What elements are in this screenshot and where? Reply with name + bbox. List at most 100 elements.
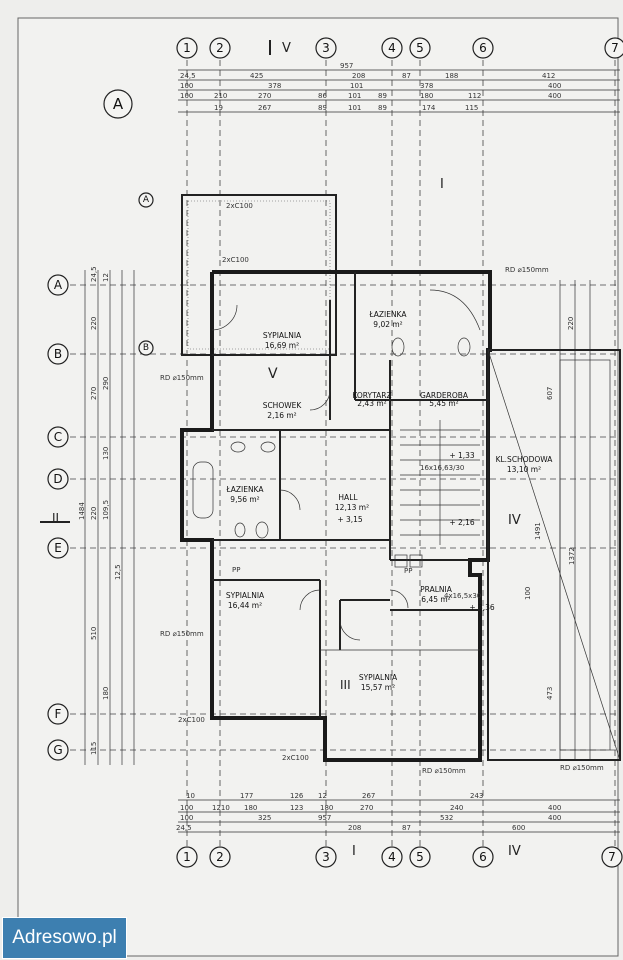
dim: 267 [258,104,271,112]
room-name: SCHOWEK [263,401,303,410]
dim: 100 [180,814,193,822]
dim: 473 [546,687,554,700]
room-area: 5,45 m² [429,399,458,408]
level-marks: + 3,15 + 1,33 + 2,16 + 3,36 [337,451,495,612]
room-name: SYPIALNIA [263,331,302,340]
dim: 12,5 [114,564,122,580]
section-mark-v-top: V [282,41,291,56]
note-rd: RD ⌀150mm [560,764,604,772]
left-axis-label: B [54,347,62,361]
inner-axis-a: A [143,195,150,205]
dim: 412 [542,72,555,80]
dim: 180 [420,92,433,100]
dim: 1372 [568,547,576,565]
dim: 210 [214,92,227,100]
inner-axis-circle [138,340,154,356]
inner-axis-b: B [143,343,149,353]
dim: 607 [546,387,554,400]
dim: 100 [180,804,193,812]
dim: 100 [524,587,532,600]
section-marker-circle [103,89,133,119]
top-axis-markers: 1 2 3 4 5 6 7 [176,37,623,59]
top-axis-label: 4 [388,41,396,55]
dim: 87 [402,824,411,832]
bottom-axis-label: 5 [416,850,424,864]
dim: 1484 [78,502,86,520]
section-mark-iv-bottom: IV [508,844,521,859]
dim: 1491 [534,522,542,540]
dim: 400 [548,804,561,812]
room-area: 9,56 m² [230,495,259,504]
dim: 101 [348,104,361,112]
dim: 510 [90,627,98,640]
dim: 208 [352,72,365,80]
left-axis-label: A [54,278,63,292]
bottom-axis-label: 7 [608,850,616,864]
note-c100: 2xC100 [178,716,205,724]
dim: 220 [567,317,575,330]
dim: 89 [378,104,387,112]
bottom-axis-markers: 1 2 3 4 5 6 7 [176,846,623,868]
dim: 1210 [212,804,230,812]
dim: 123 [290,804,303,812]
room-area: 13,10 m² [507,465,541,474]
dim: 19 [214,104,223,112]
section-mark-v-room: V [268,366,278,382]
room-area: 2,16 m² [267,411,296,420]
note-c100: 2xC100 [226,202,253,210]
section-mark-ii-left: II [52,511,59,525]
room-name: ŁAZIENKA [369,310,408,319]
note-c100: 2xC100 [222,256,249,264]
axis-lines [70,60,620,850]
inner-axis-circle [138,192,154,208]
dim: 12 [102,273,110,282]
top-axis-label: 1 [183,41,191,55]
bottom-axis-label: 3 [322,850,330,864]
top-axis-label: 7 [611,41,619,55]
big-a-marker: A [113,95,124,113]
left-dimensions: 24,5 12 220 270 290 130 109,5 220 510 14… [78,266,122,755]
adresowo-watermark-logo: Adresowo.pl [2,917,127,959]
dim: 10 [186,792,195,800]
note-pp: PP [404,567,412,575]
section-mark-iii-room: III [340,678,351,692]
dim-total: 957 [318,814,331,822]
dim: 12 [318,792,327,800]
dim: 100 [180,92,193,100]
dim: 126 [290,792,304,800]
room-name: SYPIALNIA [226,591,265,600]
dim: 243 [470,792,483,800]
dim: 400 [548,814,561,822]
staircase-area [400,349,621,761]
room-name: KORYTARZ [352,391,391,400]
level: + 1,33 [449,451,475,460]
bottom-axis-label: 4 [388,850,396,864]
dim: 290 [102,377,110,390]
dim: 270 [90,387,98,400]
dim: 400 [548,82,561,90]
room-area: 16,69 m² [265,341,299,350]
left-axis-markers: A B C D E F G [47,274,69,761]
room-name: KL.SCHODOWA [496,455,554,464]
left-axis-label: E [54,541,62,555]
dim: 24,5 [180,72,196,80]
dim: 24,5 [90,266,98,282]
room-area: 2,43 m² [357,399,386,408]
left-axis-label: G [53,743,62,757]
dim: 174 [422,104,436,112]
dim: 378 [268,82,281,90]
dim: 89 [378,92,387,100]
top-axis-label: 2 [216,41,224,55]
note-rd: RD ⌀150mm [160,630,204,638]
level: + 3,36 [469,603,495,612]
dim: 220 [90,317,98,330]
room-area: 16,44 m² [228,601,262,610]
sanitary-fixtures [192,289,481,568]
dim: 109,5 [102,500,110,520]
dim: 378 [420,82,433,90]
bottom-axis-label: 1 [183,850,191,864]
note-rd: RD ⌀150mm [160,374,204,382]
left-axis-label: D [53,472,62,486]
dim: 400 [548,92,561,100]
